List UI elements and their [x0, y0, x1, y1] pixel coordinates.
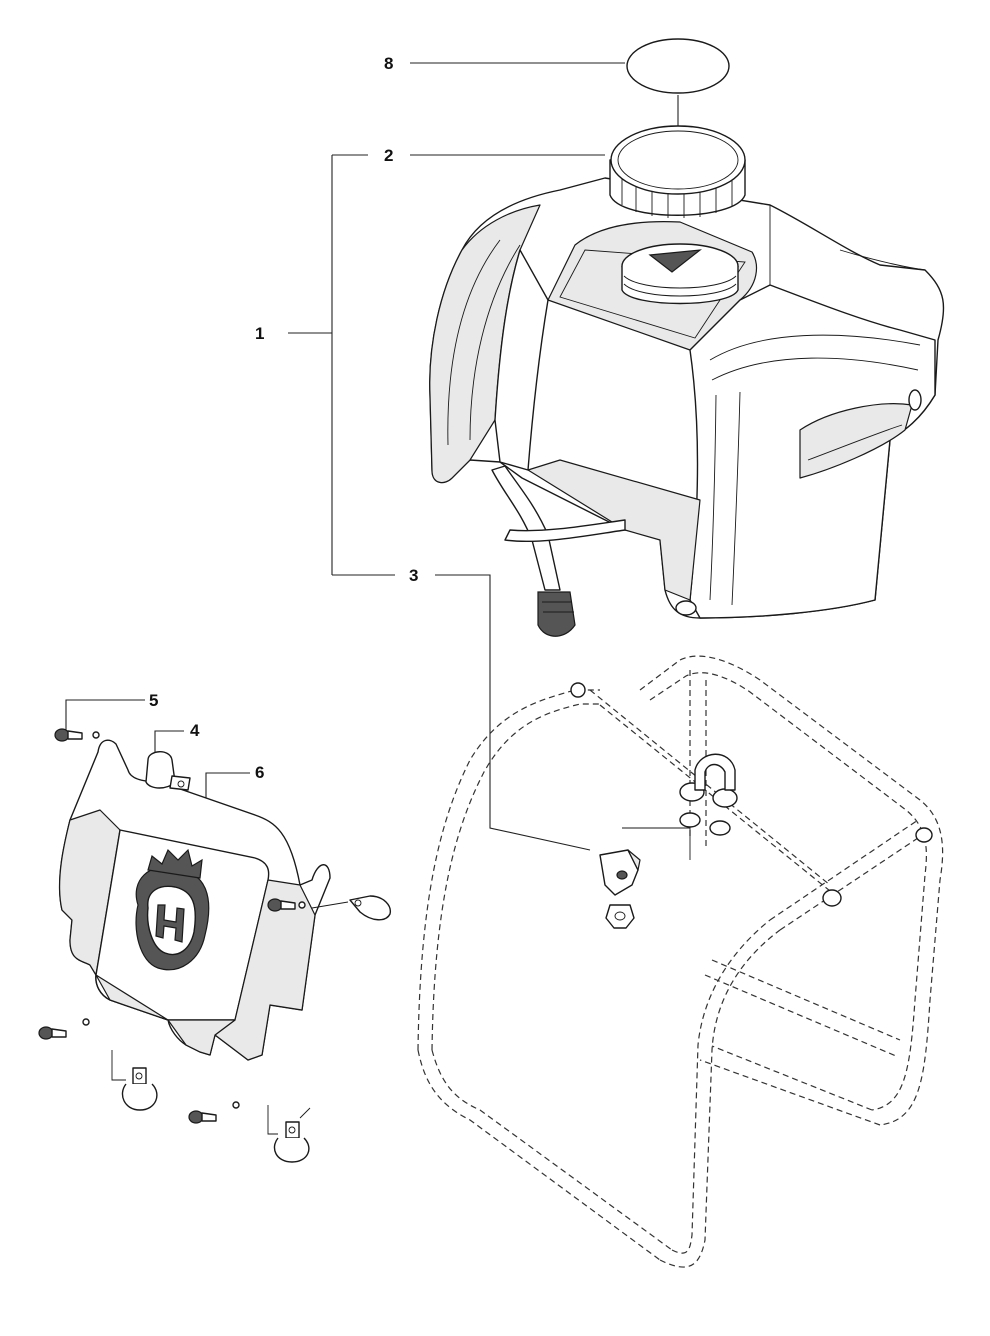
- cap-label-8: [626, 38, 730, 94]
- callout-3: 3: [409, 566, 418, 585]
- callout-5: 5: [149, 691, 158, 710]
- clamp-4: [145, 751, 191, 791]
- frame: [417, 655, 944, 1268]
- callout-4: 4: [190, 721, 200, 740]
- callout-2: 2: [384, 146, 393, 165]
- callout-1: 1: [255, 324, 264, 343]
- screw: [267, 898, 306, 912]
- callout-8: 8: [384, 54, 393, 73]
- callout-6: 6: [255, 763, 264, 782]
- fuel-hose: [491, 465, 626, 637]
- fuel-cap: [609, 125, 746, 218]
- screw: [188, 1101, 240, 1124]
- screw: [38, 1018, 90, 1040]
- cover-plate-6: [38, 728, 391, 1163]
- clamp: [111, 1050, 158, 1111]
- fuel-tank: [429, 177, 945, 619]
- clamp: [311, 895, 391, 921]
- clamp: [267, 1105, 311, 1163]
- husqvarna-logo-icon: [135, 848, 210, 971]
- screw-5: [54, 728, 100, 742]
- bracket-3: [570, 682, 933, 929]
